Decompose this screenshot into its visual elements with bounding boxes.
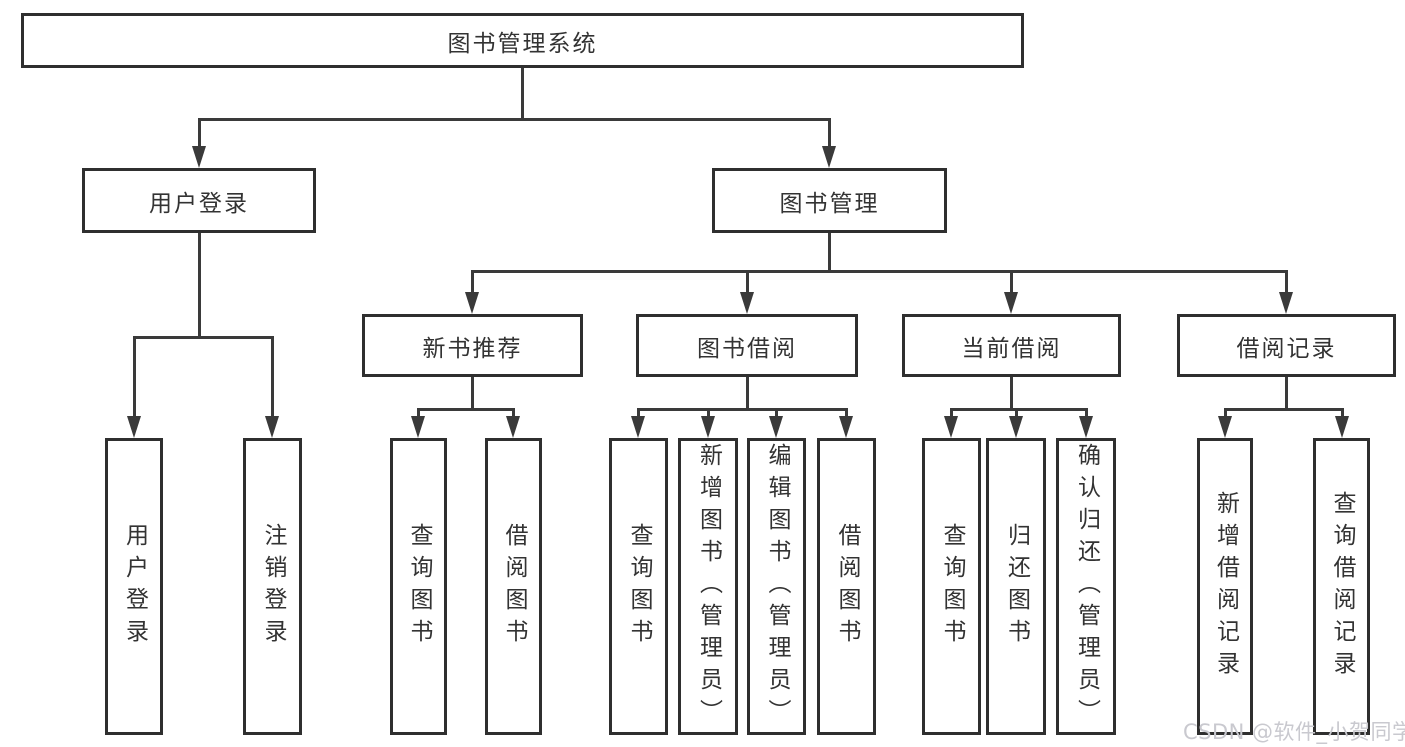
arrowhead-icon [1004, 292, 1018, 314]
leaf-label: 新增图书（管理员） [695, 442, 722, 731]
connector-line [775, 408, 778, 420]
arrowhead-icon [740, 292, 754, 314]
connector-line [1224, 408, 1344, 411]
arrowhead-icon [1335, 416, 1349, 438]
arrowhead-icon [506, 416, 520, 438]
box-book-borrowing: 图书借阅 [636, 314, 858, 377]
arrowhead-icon [1009, 416, 1023, 438]
leaf-records-add-record: 新增借阅记录 [1197, 438, 1253, 735]
leaf-borrowing-edit-books: 编辑图书（管理员） [747, 438, 806, 735]
arrowhead-icon [465, 292, 479, 314]
leaf-label: 查询图书 [939, 522, 965, 651]
leaf-label: 借阅图书 [834, 522, 860, 651]
arrowhead-icon [127, 416, 141, 438]
arrowhead-icon [1079, 416, 1093, 438]
connector-line [512, 408, 515, 420]
connector-line [198, 118, 201, 150]
csdn-watermark: CSDN @软件_小贺同学 [1183, 720, 1405, 744]
box-current-borrowing: 当前借阅 [902, 314, 1121, 377]
arrowhead-icon [839, 416, 853, 438]
connector-line [950, 408, 1088, 411]
leaf-label: 注销登录 [260, 522, 286, 651]
connector-line [637, 408, 640, 420]
connector-line [198, 118, 831, 121]
leaf-label: 查询图书 [406, 522, 432, 651]
leaf-borrowing-add-books: 新增图书（管理员） [678, 438, 738, 735]
leaf-label: 新增借阅记录 [1212, 490, 1239, 683]
connector-line [950, 408, 953, 420]
connector-line [1285, 270, 1288, 296]
arrowhead-icon [1279, 292, 1293, 314]
leaf-recommend-borrow-books: 借阅图书 [485, 438, 542, 735]
connector-line [1010, 270, 1013, 296]
connector-line [1341, 408, 1344, 420]
arrowhead-icon [944, 416, 958, 438]
leaf-current-confirm-return: 确认归还（管理员） [1056, 438, 1116, 735]
connector-line [828, 118, 831, 150]
leaf-label: 借阅图书 [501, 522, 527, 651]
connector-line [471, 270, 474, 296]
arrowhead-icon [192, 146, 206, 168]
connector-line [471, 270, 1288, 273]
connector-line [133, 336, 136, 420]
connector-line [1224, 408, 1227, 420]
leaf-label: 归还图书 [1003, 522, 1030, 651]
leaf-label: 编辑图书（管理员） [764, 442, 790, 731]
leaf-borrowing-query-books: 查询图书 [609, 438, 668, 735]
arrowhead-icon [1218, 416, 1232, 438]
connector-line [1015, 408, 1018, 420]
leaf-logout: 注销登录 [243, 438, 302, 735]
connector-line [417, 408, 515, 411]
box-new-book-recommend: 新书推荐 [362, 314, 583, 377]
box-book-management: 图书管理 [712, 168, 947, 233]
connector-line [746, 270, 749, 296]
arrowhead-icon [822, 146, 836, 168]
connector-line [845, 408, 848, 420]
connector-line [828, 233, 831, 272]
connector-line [133, 336, 274, 339]
connector-line [521, 68, 524, 120]
connector-line [1285, 377, 1288, 410]
leaf-current-query-books: 查询图书 [922, 438, 981, 735]
box-library-system: 图书管理系统 [21, 13, 1024, 68]
arrowhead-icon [701, 416, 715, 438]
connector-line [271, 336, 274, 420]
leaf-label: 确认归还（管理员） [1073, 442, 1100, 731]
leaf-borrowing-borrow-books: 借阅图书 [817, 438, 876, 735]
connector-line [471, 377, 474, 410]
arrowhead-icon [265, 416, 279, 438]
arrowhead-icon [411, 416, 425, 438]
leaf-label: 查询借阅记录 [1329, 490, 1355, 683]
connector-line [1085, 408, 1088, 420]
connector-line [746, 377, 749, 410]
connector-line [198, 233, 201, 338]
leaf-user-login: 用户登录 [105, 438, 163, 735]
leaf-records-query-record: 查询借阅记录 [1313, 438, 1370, 735]
connector-line [707, 408, 710, 420]
connector-line [637, 408, 848, 411]
connector-line [417, 408, 420, 420]
leaf-recommend-query-books: 查询图书 [390, 438, 447, 735]
box-user-login: 用户登录 [82, 168, 316, 233]
leaf-label: 用户登录 [121, 522, 148, 651]
connector-line [1010, 377, 1013, 410]
leaf-label: 查询图书 [626, 522, 652, 651]
arrowhead-icon [769, 416, 783, 438]
leaf-current-return-books: 归还图书 [986, 438, 1046, 735]
arrowhead-icon [631, 416, 645, 438]
box-borrowing-records: 借阅记录 [1177, 314, 1396, 377]
